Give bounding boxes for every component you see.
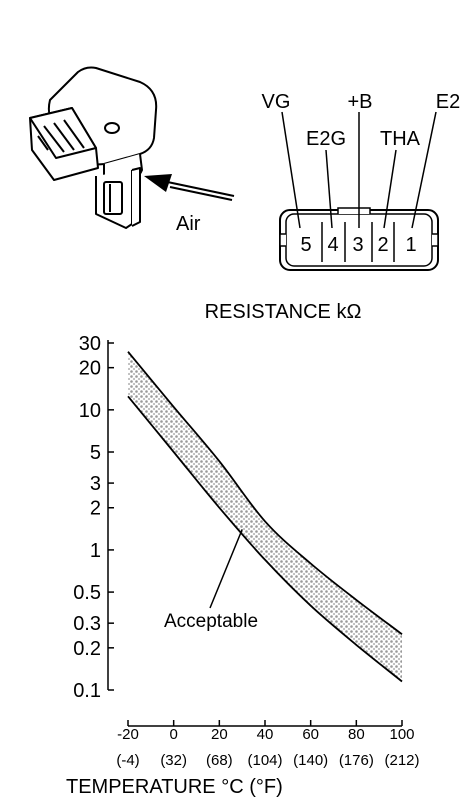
terminal-label-e2g: E2G — [306, 128, 346, 150]
sensor-probe-window — [103, 181, 123, 215]
air-arrow-head — [144, 174, 172, 192]
x-tick-label: 20 — [211, 726, 228, 743]
air-label: Air — [176, 213, 201, 235]
connector-top-latch — [337, 207, 371, 214]
terminal-leader-vg — [281, 111, 301, 229]
x-tick-sublabel-fahrenheit: (176) — [339, 752, 374, 769]
x-tick-sublabel-fahrenheit: (104) — [247, 752, 282, 769]
connector-left-tab — [279, 233, 286, 247]
sensor-plug-rib — [53, 122, 75, 151]
sensor-plug-rib — [63, 119, 85, 149]
y-axis-ticks: 30 20 10 5 3 2 1 0.5 0.3 0.2 0.1 — [73, 333, 114, 702]
acceptable-annotation: Acceptable — [164, 611, 258, 632]
lower-limit-curve — [127, 395, 403, 683]
upper-limit-curve — [127, 351, 403, 636]
sensor-connector-top-face — [29, 107, 97, 159]
x-tick-label: 100 — [389, 726, 414, 743]
y-tick-label: 0.2 — [73, 638, 101, 660]
y-tick-label: 20 — [79, 358, 101, 380]
acceptable-annotation-leader — [209, 529, 243, 609]
x-tick-label: 80 — [348, 726, 365, 743]
x-tick-sublabel-fahrenheit: (32) — [160, 752, 187, 769]
y-tick-label: 0.5 — [73, 582, 101, 604]
x-tick-sublabel-fahrenheit: (140) — [293, 752, 328, 769]
x-tick-sublabel-fahrenheit: (-4) — [116, 752, 139, 769]
y-tick-label: 30 — [79, 333, 101, 355]
x-tick-label: -20 — [117, 726, 139, 743]
resistance-temperature-chart: 30 20 10 5 3 2 1 0.5 0.3 0.2 0.1 -20 (-4) 0 (32) 20 (68… — [73, 333, 419, 769]
terminal-label-plus-b: +B — [347, 91, 372, 113]
pin-number: 5 — [300, 234, 311, 256]
y-tick-label: 0.1 — [73, 680, 101, 702]
terminal-leader-tha — [383, 149, 397, 229]
sensor-probe-side — [131, 167, 141, 227]
x-tick-label: 0 — [169, 726, 177, 743]
x-tick-label: 60 — [302, 726, 319, 743]
sensor-plug-rib — [43, 125, 65, 153]
x-axis-ticks: -20 (-4) 0 (32) 20 (68) 40 (104) 60 (140) 80 (176) 1… — [116, 720, 420, 769]
x-axis-title: TEMPERATURE °C (°F) — [66, 776, 283, 798]
x-tick-sublabel-fahrenheit: (68) — [206, 752, 233, 769]
airflow-meter-sensor-illustration — [29, 66, 158, 229]
air-flow-arrow — [144, 174, 235, 201]
pin-number: 1 — [405, 234, 416, 256]
pin-number: 3 — [352, 234, 363, 256]
terminal-label-e2: E2 — [436, 91, 460, 113]
terminal-leader-e2g — [325, 149, 333, 229]
y-tick-label: 5 — [90, 442, 101, 464]
sensor-mount-hole — [104, 122, 120, 134]
y-tick-label: 2 — [90, 498, 101, 520]
sensor-plug-rib — [37, 135, 49, 151]
connector-pinout: 5 4 3 2 1 VG E2G +B THA E2 — [262, 91, 460, 271]
y-tick-label: 0.3 — [73, 613, 101, 635]
terminal-leader-e2 — [411, 111, 437, 229]
terminal-label-tha: THA — [380, 128, 421, 150]
connector-right-tab — [432, 233, 439, 247]
pin-number: 2 — [377, 234, 388, 256]
y-tick-label: 10 — [79, 400, 101, 422]
pin-number: 4 — [327, 234, 338, 256]
x-tick-label: 40 — [257, 726, 274, 743]
terminal-label-vg: VG — [262, 91, 291, 113]
y-axis-title: RESISTANCE kΩ — [205, 301, 362, 323]
y-tick-label: 3 — [90, 473, 101, 495]
x-tick-sublabel-fahrenheit: (212) — [384, 752, 419, 769]
y-tick-label: 1 — [90, 540, 101, 562]
